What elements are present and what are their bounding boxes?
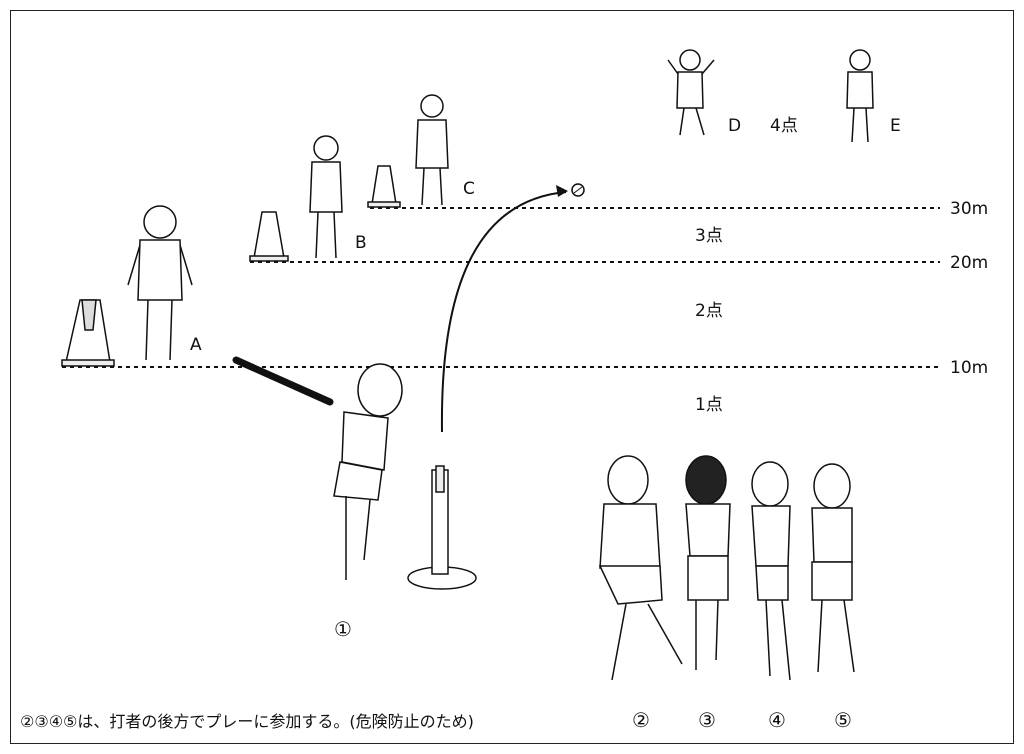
fielder-b-figure	[309, 135, 343, 259]
fielder-d-label: D	[728, 116, 741, 136]
zone-4pt: 4点	[770, 116, 798, 136]
label-10m: 10m	[950, 358, 988, 378]
batting-tee	[407, 465, 477, 590]
fielder-b-label: B	[355, 233, 367, 253]
fielder-a-figure	[127, 205, 193, 361]
zone-2pt: 2点	[695, 301, 723, 321]
player-5-number: ⑤	[834, 708, 852, 732]
fielder-c-figure	[415, 94, 449, 206]
player-3-number: ③	[698, 708, 716, 732]
fielder-c-label: C	[463, 179, 475, 199]
fielder-e-label: E	[890, 116, 901, 136]
fielder-a-label: A	[190, 335, 202, 355]
zone-3pt: 3点	[695, 226, 723, 246]
player-2-number: ②	[632, 708, 650, 732]
batter-number: ①	[334, 617, 352, 641]
zone-1pt: 1点	[695, 395, 723, 415]
fielder-d-figure	[667, 49, 715, 136]
ball-trajectory-arrow	[440, 191, 567, 433]
cone-icon	[249, 211, 289, 262]
caption-note: ②③④⑤は、打者の後方でプレーに参加する。(危険防止のため)	[20, 712, 474, 731]
label-30m: 30m	[950, 199, 988, 219]
cone-icon	[61, 299, 115, 367]
diagram-frame	[10, 10, 1014, 744]
fielder-e-figure	[846, 49, 874, 143]
label-20m: 20m	[950, 253, 988, 273]
arrowhead-icon	[556, 185, 568, 197]
batter-figure	[232, 356, 403, 580]
player-4-number: ④	[768, 708, 786, 732]
cone-icon	[367, 165, 401, 208]
waiting-players	[598, 455, 855, 681]
